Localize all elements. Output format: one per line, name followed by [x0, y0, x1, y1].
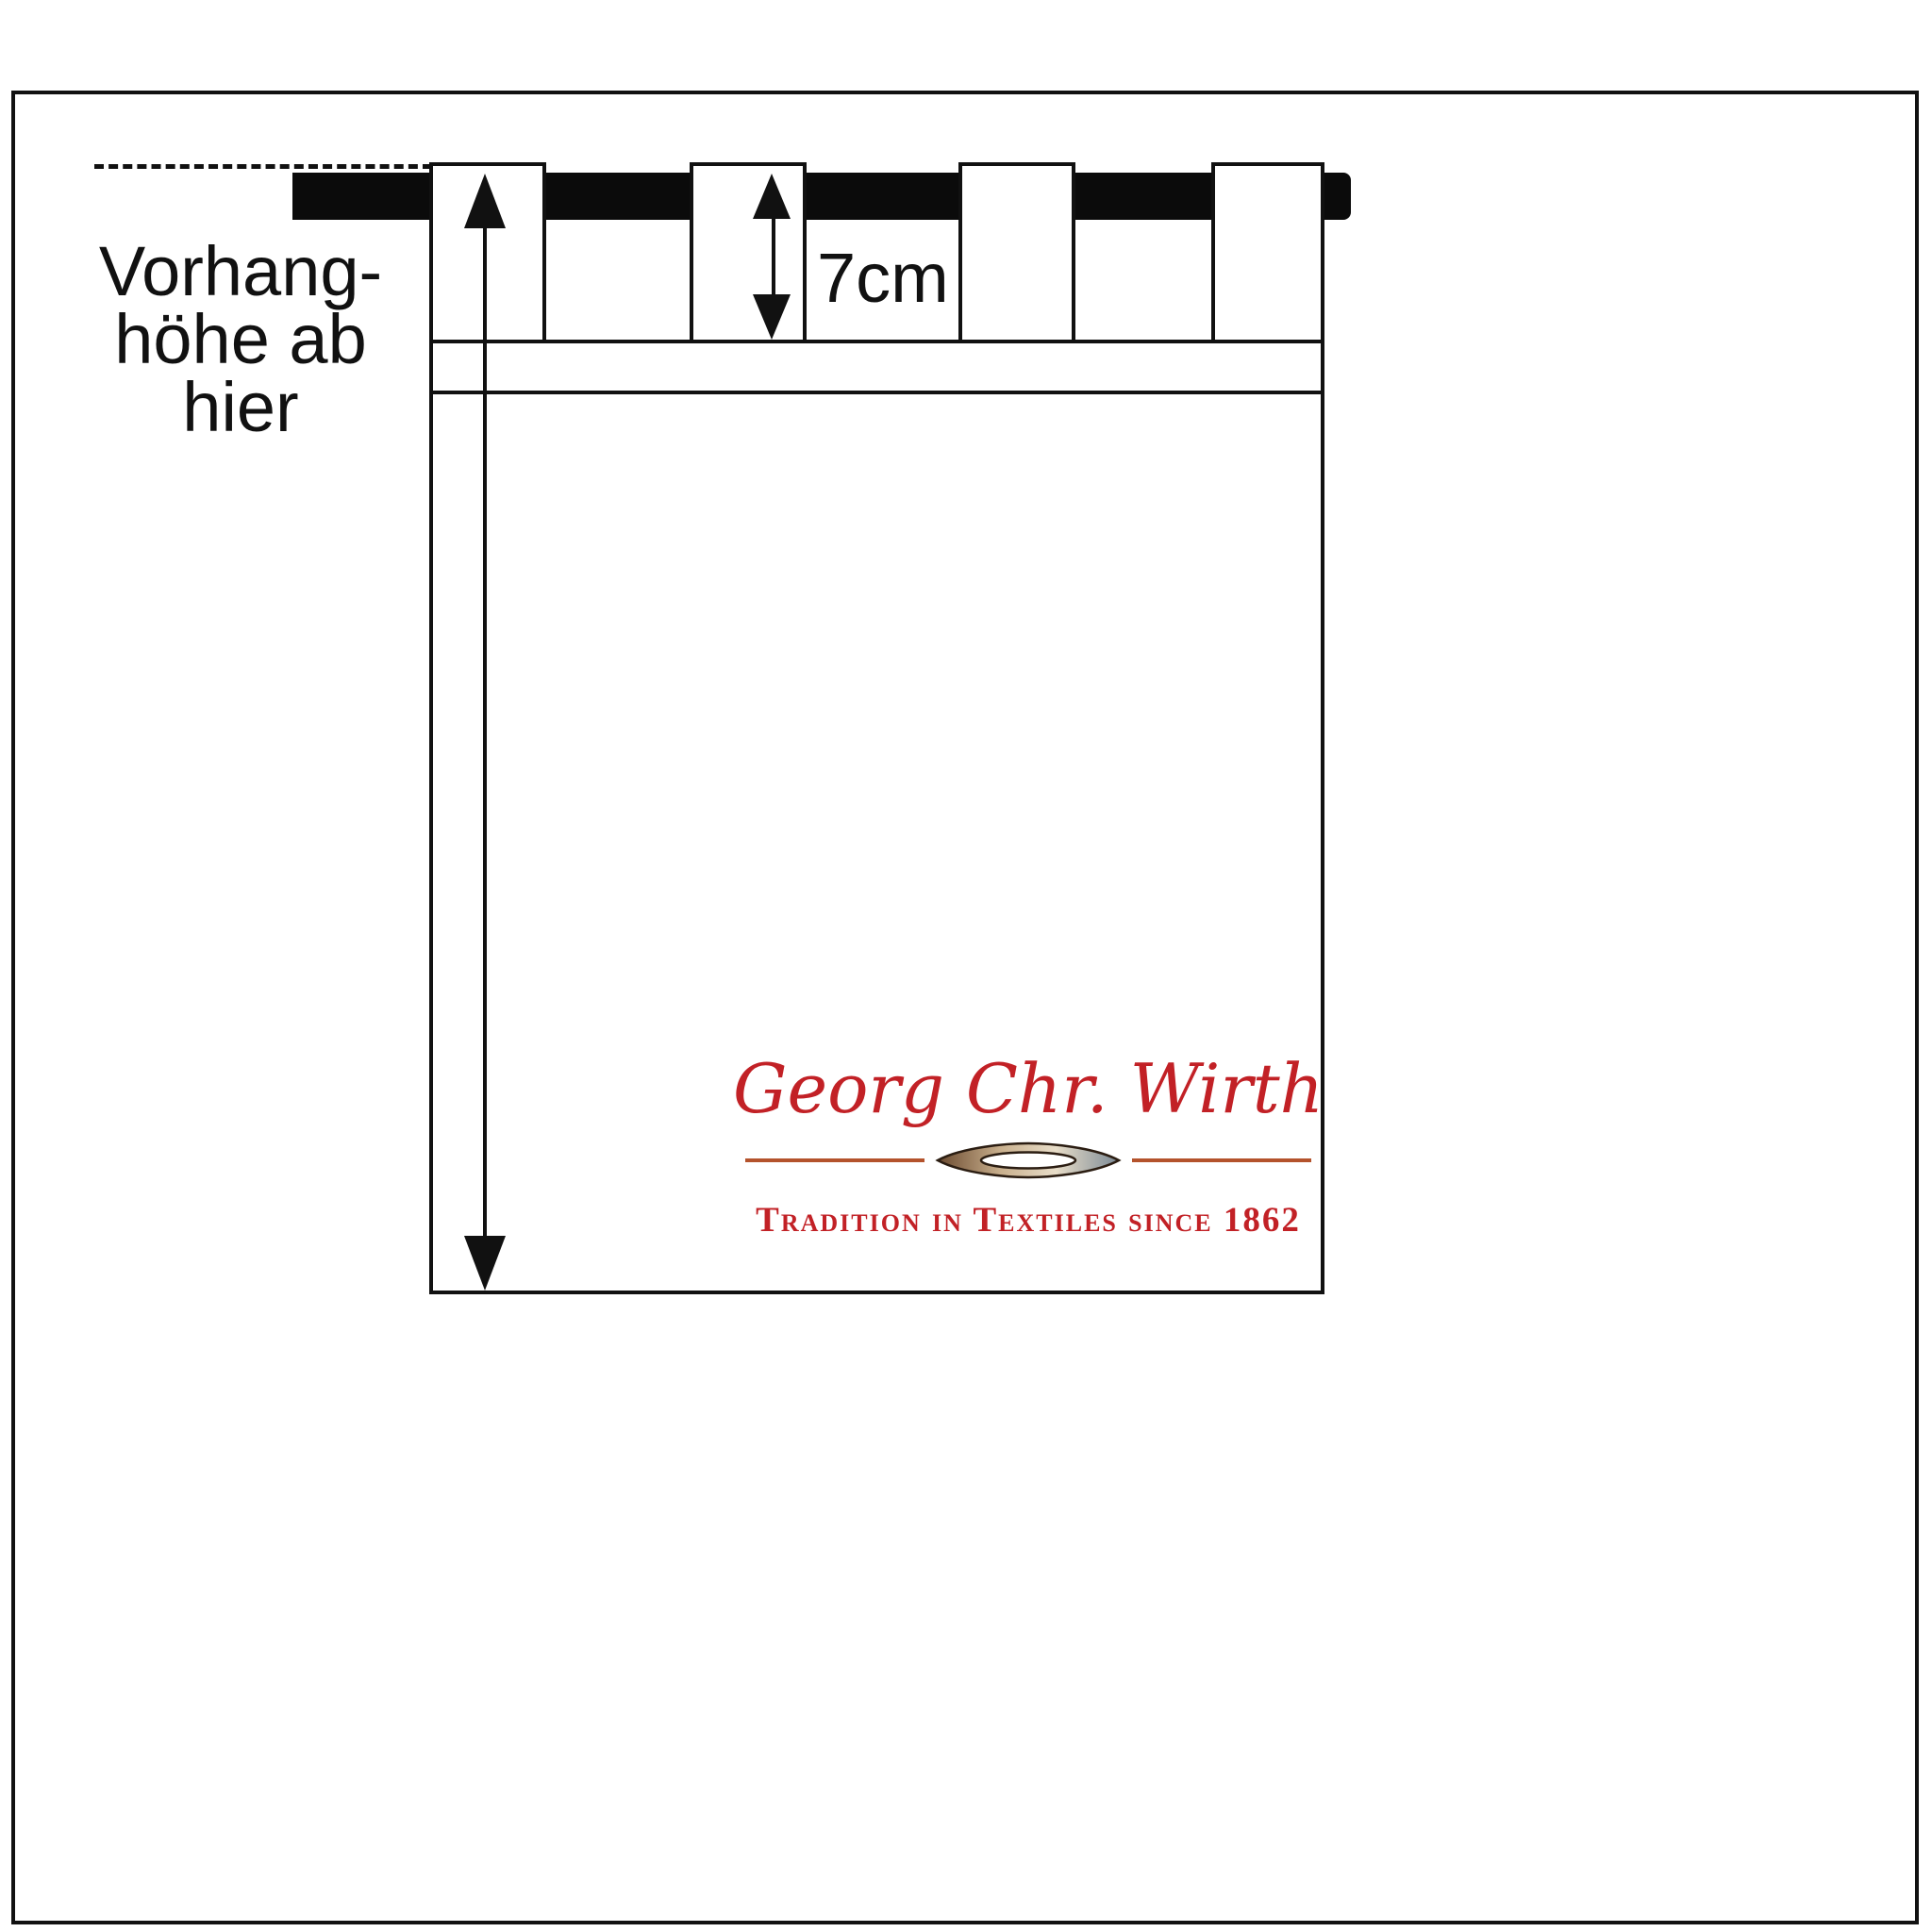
brand-logo: Georg Chr. Wirth [733, 1049, 1324, 1241]
tab-height-arrow [772, 193, 775, 311]
curtain-tab-3 [958, 162, 1075, 343]
weaving-shuttle-icon [934, 1140, 1123, 1181]
curtain-height-note-line-1: Vorhang- [98, 232, 383, 310]
curtain-height-arrow [483, 198, 487, 1245]
border-frame [11, 91, 1919, 1924]
curtain-panel [429, 340, 1324, 1294]
curtain-height-note-line-3: hier [182, 368, 299, 446]
curtain-tab-4 [1211, 162, 1324, 343]
logo-divider-right [1132, 1158, 1311, 1162]
curtain-height-reference-dashed-line [94, 164, 432, 169]
logo-divider-left [745, 1158, 924, 1162]
brand-tagline: Tradition in Textiles since 1862 [756, 1201, 1301, 1240]
arrow-down-icon [753, 294, 791, 340]
brand-name: Georg Chr. Wirth [732, 1049, 1324, 1128]
logo-divider [745, 1140, 1311, 1181]
curtain-height-note: Vorhang- höhe ab hier [52, 232, 429, 446]
tab-height-label: 7cm [817, 239, 949, 317]
curtain-height-note-line-2: höhe ab [114, 300, 367, 378]
arrow-down-icon [464, 1236, 506, 1291]
curtain-header-seam [433, 391, 1321, 394]
